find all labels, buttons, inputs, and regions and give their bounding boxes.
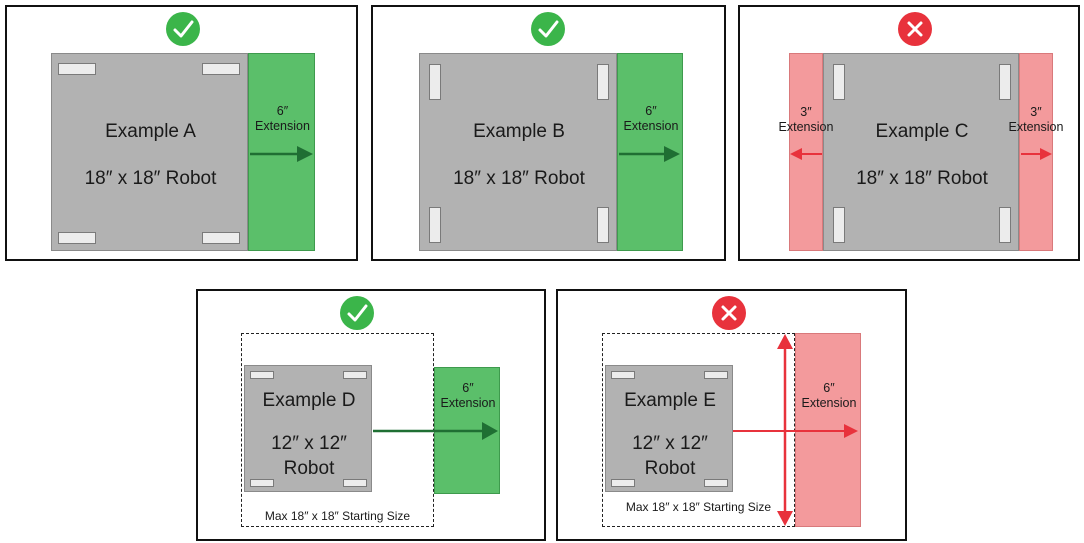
extension-amount: 6″ [645, 104, 657, 118]
robot-size-label: 12″ x 12″ [632, 433, 708, 454]
robot-size-label: 12″ x 12″ [271, 433, 347, 454]
example-title: Example C [875, 121, 969, 142]
wheel [597, 207, 609, 243]
checkmark-icon [531, 12, 565, 46]
robot-word-label: Robot [644, 458, 696, 479]
extension-zone-left [789, 53, 823, 251]
extension-word-right: Extension [1008, 120, 1064, 134]
extension-arrow [250, 146, 313, 162]
max-size-caption: Max 18″ x 18″ Starting Size [625, 500, 772, 514]
panel-example-d: Example D 12″ x 12″ Robot 6″ Extension M… [196, 289, 546, 541]
wheel [250, 371, 274, 379]
extension-word: Extension [623, 119, 679, 133]
wheel [343, 371, 367, 379]
example-title: Example B [473, 121, 565, 142]
max-size-caption: Max 18″ x 18″ Starting Size [264, 509, 411, 523]
extension-amount: 6″ [276, 104, 289, 118]
wheel [999, 64, 1011, 100]
wheel [429, 64, 441, 100]
wheel [58, 63, 96, 75]
robot-size-label: 18″ x 18″ Robot [84, 168, 217, 189]
robot-body: Example C 18″ x 18″ Robot [823, 53, 1019, 251]
extension-arrow [619, 146, 680, 162]
panel-example-e: Example E 12″ x 12″ Robot 6″ Extension M… [556, 289, 907, 541]
wheel [202, 232, 240, 244]
wheel [833, 64, 845, 100]
robot-body: Example B 18″ x 18″ Robot [419, 53, 617, 251]
panel-example-a: Example A 18″ x 18″ Robot 6″ Extension [5, 5, 358, 261]
wheel [611, 371, 635, 379]
extension-arrows [790, 148, 1052, 160]
robot-size-label: 18″ x 18″ Robot [856, 168, 988, 189]
extension-word-left: Extension [778, 120, 834, 134]
wheel [343, 479, 367, 487]
wheel [999, 207, 1011, 243]
extension-word: Extension [255, 119, 310, 133]
checkmark-icon [166, 12, 200, 46]
wheel [250, 479, 274, 487]
robot-body: Example D 12″ x 12″ Robot [244, 365, 372, 492]
wheel [704, 479, 728, 487]
extension-arrows [733, 334, 858, 526]
extension-amount: 6″ [823, 381, 835, 395]
extension-amount-right: 3″ [1030, 105, 1042, 119]
x-mark-icon [712, 296, 746, 330]
example-title: Example A [105, 121, 196, 142]
wheel [202, 63, 240, 75]
extension-word: Extension [440, 396, 496, 410]
example-title: Example D [262, 390, 356, 411]
wheel [611, 479, 635, 487]
robot-word-label: Robot [283, 458, 335, 479]
extension-word: Extension [801, 396, 857, 410]
wheel [429, 207, 441, 243]
wheel [58, 232, 96, 244]
extension-amount: 6″ [462, 381, 474, 395]
example-title: Example E [624, 390, 716, 411]
robot-body: Example A 18″ x 18″ Robot [51, 53, 248, 251]
robot-body: Example E 12″ x 12″ Robot [605, 365, 733, 492]
extension-amount-left: 3″ [800, 105, 812, 119]
wheel [597, 64, 609, 100]
robot-size-label: 18″ x 18″ Robot [453, 168, 585, 189]
panel-example-b: Example B 18″ x 18″ Robot 6″ Extension [371, 5, 726, 261]
checkmark-icon [340, 296, 374, 330]
extension-arrow [373, 422, 498, 440]
wheel [704, 371, 728, 379]
panel-example-c: Example C 18″ x 18″ Robot 3″ Extension 3… [738, 5, 1080, 261]
x-mark-icon [898, 12, 932, 46]
wheel [833, 207, 845, 243]
